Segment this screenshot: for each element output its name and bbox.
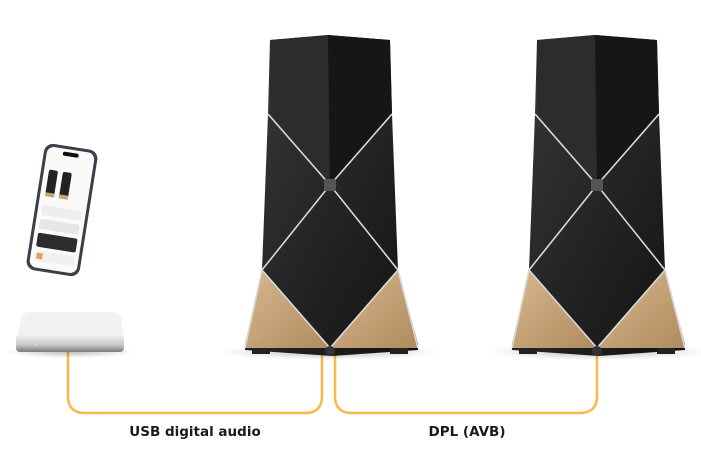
dpl-connection-label: DPL (AVB): [428, 424, 506, 440]
speaker-left: [219, 34, 441, 361]
cable-usb: [66, 350, 324, 415]
speaker-right: [486, 34, 701, 361]
cable-dpl: [333, 350, 599, 415]
streamer-box: [5, 312, 135, 358]
smartphone: [26, 143, 98, 277]
usb-connection-label: USB digital audio: [129, 424, 261, 440]
